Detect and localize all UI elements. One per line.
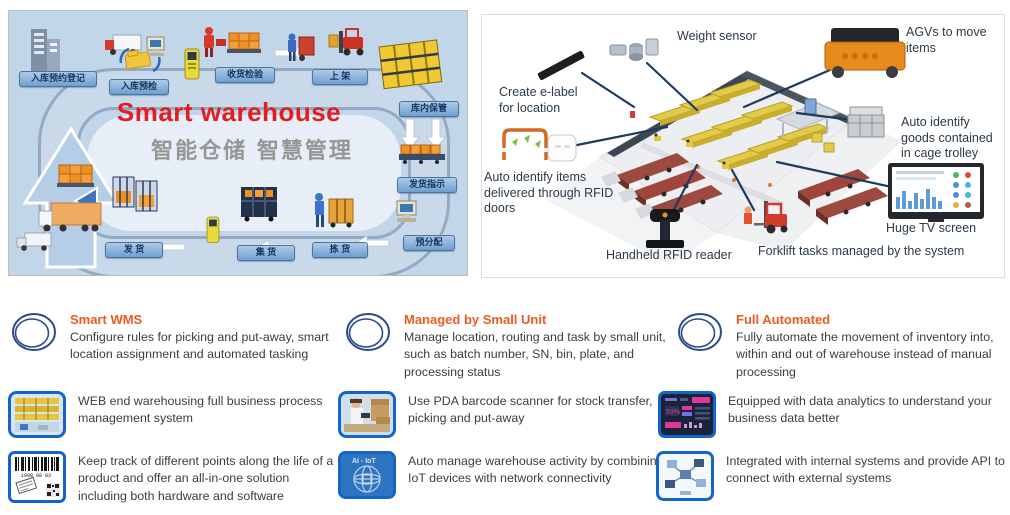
- feature-text: Auto manage warehouse activity by combin…: [408, 454, 664, 486]
- feature-heading: Smart WMS: [70, 312, 143, 327]
- integration-network-icon: [656, 451, 714, 501]
- dock-trucks: [601, 153, 888, 225]
- forklift-callout-icon: [744, 201, 788, 234]
- callout-handheld-rfid: Handheld RFID reader: [606, 248, 732, 262]
- cage-trolley-callout-icon: [847, 106, 885, 138]
- stage-receiving-inspection: 收货检验: [215, 67, 275, 83]
- stage-putaway: 上 架: [312, 69, 368, 85]
- warehouse-rack-photo-icon: [8, 391, 66, 438]
- stage-inbound-appointment: 入库预约登记: [19, 71, 97, 87]
- callout-e-label: Create e-label for location: [499, 85, 578, 115]
- double-ring-icon: [12, 313, 56, 351]
- stage-inbound-precheck: 入库预检: [109, 79, 169, 95]
- stage-shipping: 发 货: [105, 242, 163, 258]
- hand-truck-worker-icon: [288, 33, 315, 61]
- desktop-computer-icon: [146, 36, 165, 56]
- allocation-computer-icon: [396, 200, 417, 222]
- ai-iot-globe-icon: AI - IoT: [338, 451, 396, 499]
- aisle: [640, 142, 784, 208]
- right-apron: [717, 119, 902, 251]
- office-building-icon: [27, 29, 63, 77]
- roll-cage-icon: [241, 187, 277, 222]
- feature-text: Configure rules for picking and put-away…: [70, 330, 329, 362]
- warehouse-3d-illustration: [502, 28, 984, 265]
- cycle-arrows-icon: [119, 47, 161, 73]
- feature-text: Manage location, routing and task by sma…: [404, 330, 666, 379]
- feature-text: Fully automate the movement of inventory…: [736, 330, 994, 379]
- stage-shipping-instruction: 发货指示: [397, 177, 457, 193]
- callout-forklift-tasks: Forklift tasks managed by the system: [758, 244, 965, 258]
- handheld-scanner-icon: [184, 48, 200, 80]
- double-ring-icon: [678, 313, 722, 351]
- stage-consolidation: 集 货: [237, 245, 295, 261]
- pallet-goods-icon: [227, 32, 261, 53]
- feature-data-analytics: 59% Equipped with data analytics to unde…: [658, 391, 992, 438]
- feature-text: Keep track of different points along the…: [78, 454, 334, 503]
- rfid-gate-icon: [502, 128, 548, 160]
- svg-text:59%: 59%: [666, 409, 680, 416]
- feature-web-wms: WEB end warehousing full business proces…: [8, 391, 323, 438]
- handheld-rfid-reader-icon: [646, 209, 684, 248]
- receiving-worker-icon: [204, 27, 226, 57]
- rfid-sensor-icon: [547, 134, 577, 162]
- feature-heading: Full Automated: [736, 312, 831, 327]
- callout-rfid-doors: Auto identify items delivered through RF…: [484, 170, 614, 216]
- feature-text: WEB end warehousing full business proces…: [78, 394, 323, 426]
- delivery-truck-icon: [16, 232, 52, 251]
- feature-heading: Managed by Small Unit: [404, 312, 547, 327]
- barcode-number: 1998 08 03: [21, 473, 51, 479]
- right-diagram-panel: Weight sensor AGVs to move items Create …: [481, 14, 1005, 278]
- pallet-rack-icon: [378, 39, 443, 90]
- tv-screen-icon: [888, 163, 984, 222]
- e-label-icon: [537, 50, 585, 81]
- feature-small-unit: Managed by Small Unit Manage location, r…: [344, 310, 666, 381]
- ai-iot-label: AI - IoT: [352, 458, 376, 465]
- rack-strips: [648, 79, 835, 170]
- pda-scanner-photo-icon: [338, 391, 396, 438]
- handheld-scanner2-icon: [206, 216, 220, 243]
- weight-sensor-icon: [609, 38, 659, 61]
- feature-full-automated: Full Automated Fully automate the moveme…: [676, 310, 994, 381]
- feature-smart-wms: Smart WMS Configure rules for picking an…: [10, 310, 329, 364]
- document-folder-icon: [124, 49, 151, 70]
- feature-pda-scanner: Use PDA barcode scanner for stock transf…: [338, 391, 652, 438]
- mezzanine: [775, 98, 841, 137]
- left-diagram-subtitle: 智能仓储 智慧管理: [151, 139, 353, 164]
- feature-text: Equipped with data analytics to understa…: [728, 394, 992, 426]
- stage-storage: 库内保管: [399, 101, 459, 117]
- callout-cage-trolley: Auto identify goods contained in cage tr…: [901, 115, 993, 161]
- feature-text: Use PDA barcode scanner for stock transf…: [408, 394, 653, 426]
- left-apron: [544, 157, 717, 265]
- analytics-dashboard-icon: 59%: [658, 391, 716, 438]
- left-diagram-title: Smart warehouse: [116, 97, 342, 127]
- agv-icon: [824, 28, 906, 78]
- conveyor-goods-icon: [399, 144, 445, 164]
- left-diagram-panel: 入库预约登记 入库预检 收货检验 上 架 库内保管 发货指示 预分配 拣 货 集…: [8, 10, 468, 276]
- stage-preallocation: 预分配: [403, 235, 455, 251]
- feature-text: Integrated with internal systems and pro…: [726, 454, 1005, 486]
- carton-stack-icon: [57, 164, 94, 187]
- leader-lines: [575, 61, 894, 215]
- feature-lifecycle-tracking: 1998 08 03 Keep track of different point…: [8, 451, 333, 505]
- callout-agv: AGVs to move items: [906, 25, 987, 55]
- forklift-icon: [328, 28, 364, 56]
- double-ring-icon: [346, 313, 390, 351]
- feature-integration-api: Integrated with internal systems and pro…: [656, 451, 1005, 501]
- feature-iot-devices: AI - IoT Auto manage warehouse activity …: [338, 451, 664, 499]
- container-truck-icon: [38, 202, 102, 232]
- barcode-qr-icon: 1998 08 03: [8, 451, 66, 503]
- picking-worker-icon: [315, 193, 354, 228]
- cage-trolley-icon: [112, 176, 158, 212]
- stage-picking: 拣 货: [312, 242, 368, 258]
- callout-tv-screen: Huge TV screen: [886, 221, 977, 235]
- callout-weight-sensor: Weight sensor: [677, 29, 757, 43]
